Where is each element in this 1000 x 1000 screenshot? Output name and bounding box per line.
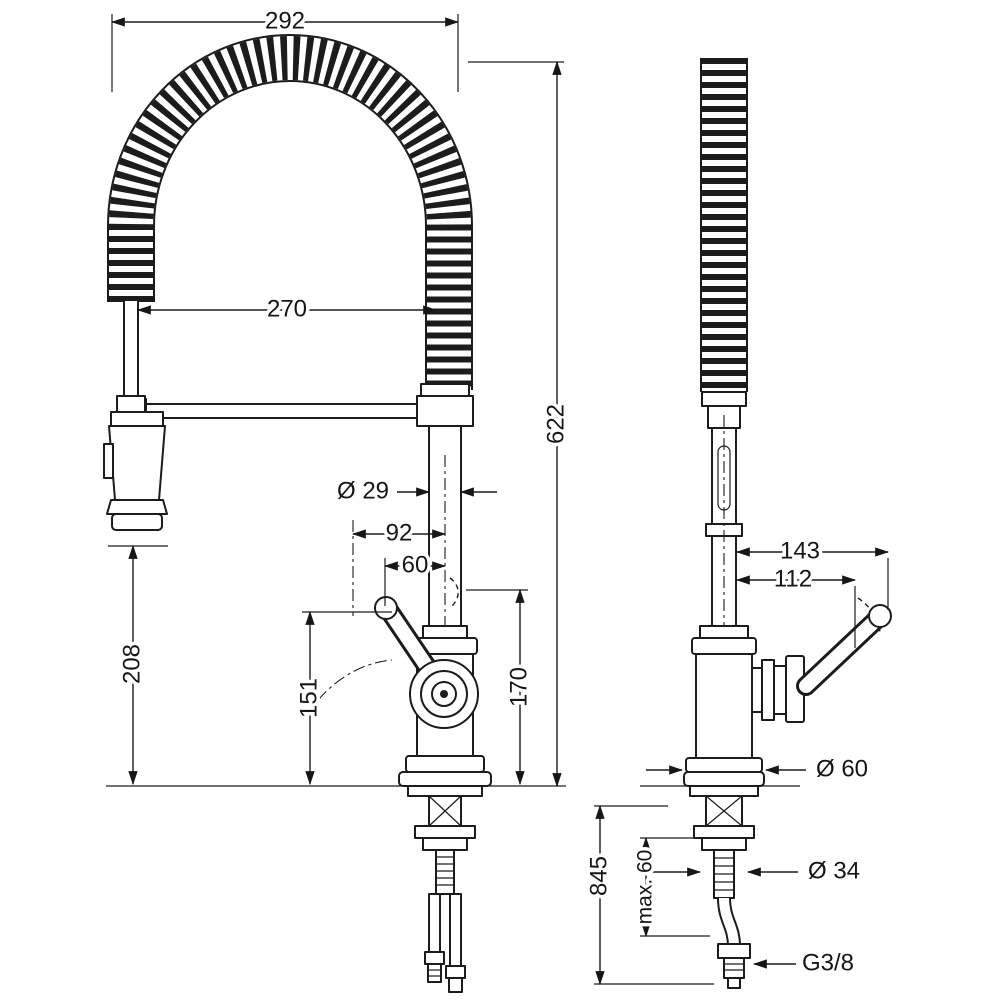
handle-disc-1 [751, 667, 763, 713]
mount-nut [422, 837, 468, 851]
stub-cross-2 [428, 795, 462, 827]
handle-grip-tip [374, 596, 398, 620]
dim-208: 208 [118, 644, 145, 684]
dim-845: 845 [585, 856, 612, 896]
support-bar [135, 398, 429, 424]
body-flange-bottom-side [685, 757, 763, 773]
handle-grip-tip-side [868, 604, 892, 628]
dim-dia-60: Ø 60 [816, 755, 868, 782]
spring-base-fitting [701, 391, 747, 407]
supply-hose-left [428, 893, 441, 957]
mount-washer-side [693, 825, 755, 839]
dim-92: 92 [386, 519, 413, 546]
dim-143: 143 [780, 537, 820, 564]
dim-dia-29: Ø 29 [337, 477, 389, 504]
spray-head [103, 395, 168, 531]
body-base-side [683, 771, 765, 787]
dim-112: 112 [774, 565, 812, 592]
body-base [398, 771, 492, 787]
spray-collar [110, 411, 164, 427]
spray-clip [103, 443, 114, 479]
hose-fitting-left [424, 951, 445, 965]
dim-60: 60 [402, 551, 429, 578]
tee-fitting [416, 395, 474, 427]
hose-elbow-fill [719, 897, 739, 947]
spring-coils [109, 36, 471, 390]
body-cylinder-side [695, 653, 753, 759]
riser-pipe [416, 383, 474, 633]
body-flange-top-side [691, 637, 757, 655]
handle-disc-2 [761, 659, 775, 721]
hose-end-right [448, 977, 463, 993]
undermount-side [689, 785, 759, 989]
dim-170: 170 [505, 667, 532, 707]
dim-max-60: max. 60 [634, 850, 657, 925]
hose-fitting-right [445, 965, 466, 979]
dim-151: 151 [295, 678, 322, 718]
tee-collar [420, 383, 470, 397]
spray-body [108, 425, 166, 501]
spring-hose-front [107, 34, 473, 390]
mount-washer [414, 825, 476, 839]
escutcheon-underside [407, 785, 483, 797]
side-view: 143 112 Ø 60 Ø 34 845 max. 60 G3/8 [582, 58, 892, 989]
front-view: 292 270 622 Ø 29 92 60 208 151 [103, 4, 573, 993]
g38-fitting [717, 943, 751, 959]
dim-270: 270 [267, 295, 307, 322]
body-collar-side [699, 625, 749, 639]
label-g38: G3/8 [802, 949, 854, 976]
handle-hub-center [440, 690, 448, 698]
dim-622: 622 [542, 404, 569, 444]
hose-end-left [427, 963, 442, 983]
body-flange-bottom [405, 755, 485, 773]
handle-front [317, 596, 479, 729]
supply-hose-right [449, 893, 462, 967]
hose-front [123, 299, 139, 405]
undermount-front [407, 785, 483, 993]
outlet-swivel-mark [449, 577, 459, 607]
handle-lever-fill-side [799, 613, 883, 693]
dimensions-front: 292 270 622 Ø 29 92 60 208 151 [108, 4, 573, 788]
dim-292: 292 [265, 7, 305, 34]
dimensions-side: 143 112 Ø 60 Ø 34 845 max. 60 G3/8 [582, 534, 890, 986]
spray-connector [116, 395, 146, 413]
column-side [701, 391, 747, 640]
body-collar [422, 625, 468, 639]
g38-tip [727, 977, 741, 989]
spray-cap [111, 513, 163, 531]
spray-shoulder [106, 499, 168, 515]
dim-dia-34: Ø 34 [808, 857, 860, 884]
escutcheon-underside-side [689, 785, 759, 797]
threaded-rod [435, 849, 455, 895]
faucet-body-side [683, 625, 765, 787]
handle-disc-3 [773, 665, 787, 715]
g38-thread [723, 957, 745, 979]
stub-cross-side-2 [705, 795, 743, 827]
mount-nut-side [701, 837, 747, 851]
support-bar-arm [137, 403, 429, 419]
handle-side [751, 597, 892, 723]
handle-swing-arc [317, 659, 393, 701]
